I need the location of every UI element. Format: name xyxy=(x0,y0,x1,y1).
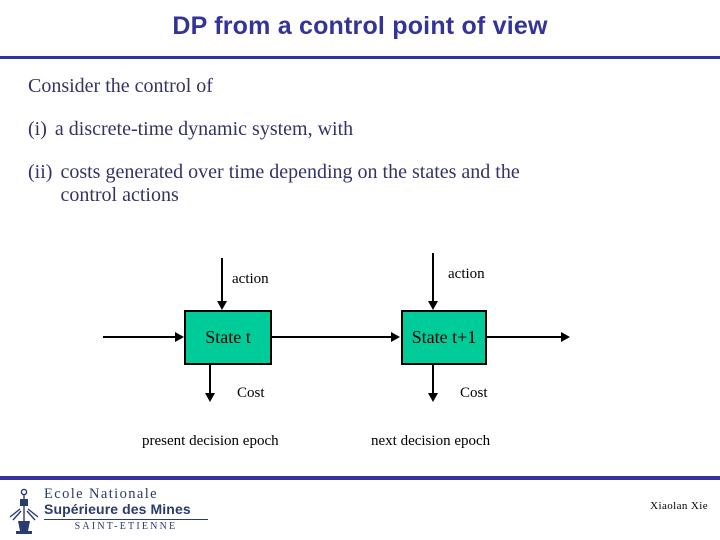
paragraph-item-ii-marker: (ii) xyxy=(28,161,53,183)
cost-arrow-1-head xyxy=(205,393,215,402)
institution-name-line2: Supérieure des Mines xyxy=(44,501,191,518)
transition-arrow-line xyxy=(272,336,392,338)
paragraph-item-ii-body: costs generated over time depending on t… xyxy=(60,162,694,206)
action-arrow-1-head xyxy=(217,301,227,310)
state-box-t-plus-1-label: State t+1 xyxy=(411,327,477,347)
institution-campus: SAINT-ETIENNE xyxy=(44,518,208,533)
cost-arrow-1-line xyxy=(209,365,211,394)
outgoing-state-arrow-head xyxy=(561,332,570,342)
epoch-label-present: present decision epoch xyxy=(142,433,279,449)
state-box-t-label: State t xyxy=(205,327,251,347)
cost-label-2: Cost xyxy=(460,385,488,401)
paragraph-item-i-text: a discrete-time dynamic system, with xyxy=(54,118,354,140)
paragraph-item-ii-text: costs generated over time depending on t… xyxy=(60,161,520,183)
incoming-state-arrow-head xyxy=(175,332,184,342)
action-arrow-1-line xyxy=(221,258,223,302)
state-box-t[interactable]: State t xyxy=(184,310,272,365)
action-arrow-2-head xyxy=(428,301,438,310)
institution-logo: Ecole Nationale Supérieure des Mines SAI… xyxy=(8,486,208,537)
paragraph-item-i: (i) a discrete-time dynamic system, with xyxy=(28,119,694,140)
cost-arrow-2-line xyxy=(432,365,434,394)
author-name: Xiaolan Xie xyxy=(650,500,708,512)
cost-label-1: Cost xyxy=(237,385,265,401)
control-flow-diagram: action State t action State t+1 Cost Cos… xyxy=(0,248,720,463)
paragraph-intro-text: Consider the control of xyxy=(28,75,213,97)
action-arrow-2-line xyxy=(432,253,434,302)
title-divider xyxy=(0,56,720,59)
paragraph-intro: Consider the control of xyxy=(28,76,694,97)
epoch-label-next: next decision epoch xyxy=(371,433,491,449)
cost-arrow-2-head xyxy=(428,393,438,402)
page-title: DP from a control point of view xyxy=(172,12,548,40)
body-content: Consider the control of (i) a discrete-t… xyxy=(28,76,694,228)
action-label-1: action xyxy=(232,271,269,287)
paragraph-item-ii: (ii) costs generated over time depending… xyxy=(28,162,694,206)
paragraph-item-i-marker: (i) xyxy=(28,118,47,140)
action-label-2: action xyxy=(448,266,485,282)
transition-arrow-head xyxy=(391,332,400,342)
paragraph-item-ii-continuation: control actions xyxy=(60,184,179,206)
incoming-state-arrow-line xyxy=(103,336,177,338)
state-box-t-plus-1[interactable]: State t+1 xyxy=(401,310,487,365)
institution-name-line1: Ecole Nationale xyxy=(44,486,158,502)
mine-lamp-icon xyxy=(8,487,40,535)
institution-logo-text: Ecole Nationale Supérieure des Mines SAI… xyxy=(40,486,208,533)
outgoing-state-arrow-line xyxy=(487,336,562,338)
footer-divider xyxy=(0,476,720,480)
